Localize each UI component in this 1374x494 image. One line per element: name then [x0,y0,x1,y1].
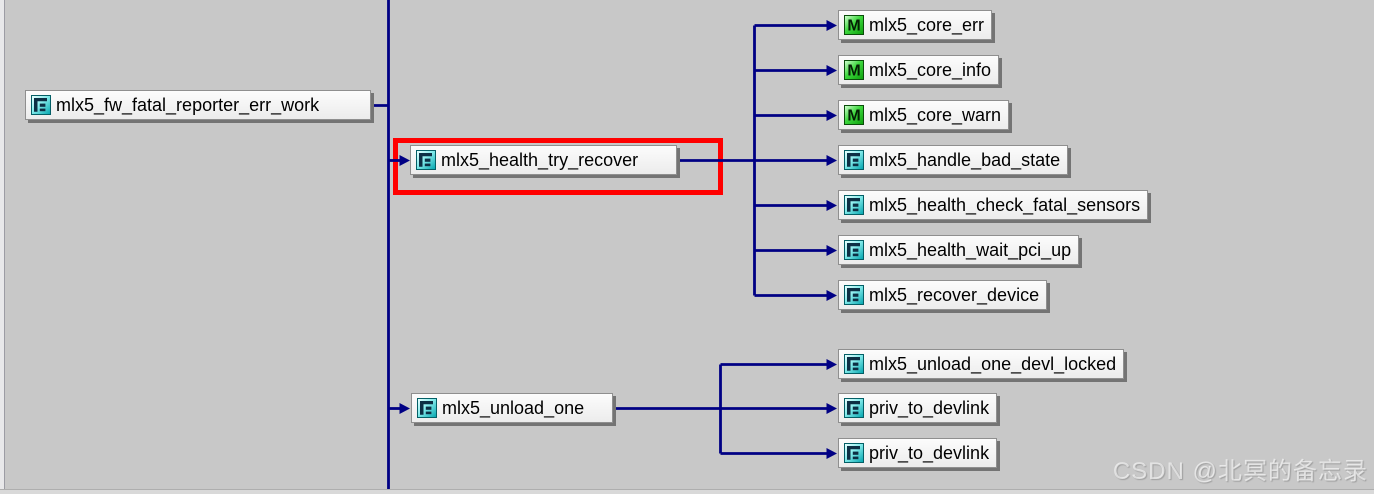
function-icon [416,150,436,170]
node-label: mlx5_health_try_recover [441,150,639,170]
window-edge [0,0,5,494]
node-label: mlx5_fw_fatal_reporter_err_work [56,95,320,115]
node-mlx5_handle_bad_state[interactable]: mlx5_handle_bad_state [838,145,1069,175]
highlight-rect [393,138,723,195]
node-priv_to_devlink[interactable]: priv_to_devlink [838,393,998,423]
function-icon [844,285,864,305]
node-label: mlx5_unload_one_devl_locked [869,354,1117,374]
node-label: mlx5_core_info [869,60,992,80]
node-label: mlx5_recover_device [869,285,1040,305]
function-icon [417,398,437,418]
svg-text:M: M [847,18,860,35]
node-label: mlx5_health_check_fatal_sensors [869,195,1141,215]
node-mlx5_health_try_recover[interactable]: mlx5_health_try_recover [410,145,677,175]
function-icon [844,195,864,215]
node-mlx5_health_check_fatal_sensors[interactable]: mlx5_health_check_fatal_sensors [838,190,1149,220]
macro-icon: M [844,15,864,35]
macro-icon: M [844,105,864,125]
svg-text:M: M [847,108,860,125]
function-icon [844,443,864,463]
function-icon [844,150,864,170]
macro-icon: M [844,60,864,80]
node-priv_to_devlink_2[interactable]: priv_to_devlink [838,438,998,468]
node-label: mlx5_core_warn [869,105,1002,125]
node-label: mlx5_unload_one [442,398,585,418]
node-label: mlx5_core_err [869,15,985,35]
function-icon [844,240,864,260]
node-mlx5_unload_one[interactable]: mlx5_unload_one [411,393,613,423]
node-label: priv_to_devlink [869,398,990,418]
node-label: mlx5_health_wait_pci_up [869,240,1072,260]
node-label: mlx5_handle_bad_state [869,150,1061,170]
node-mlx5_health_wait_pci_up[interactable]: mlx5_health_wait_pci_up [838,235,1080,265]
node-label: priv_to_devlink [869,443,990,463]
node-mlx5_unload_one_devl_locked[interactable]: mlx5_unload_one_devl_locked [838,349,1125,379]
function-icon [844,398,864,418]
function-icon [844,354,864,374]
svg-text:M: M [847,63,860,80]
panel-divider [0,489,1374,494]
node-mlx5_fw_fatal_reporter_err_work[interactable]: mlx5_fw_fatal_reporter_err_work [25,90,371,120]
function-icon [31,95,51,115]
node-mlx5_recover_device[interactable]: mlx5_recover_device [838,280,1048,310]
